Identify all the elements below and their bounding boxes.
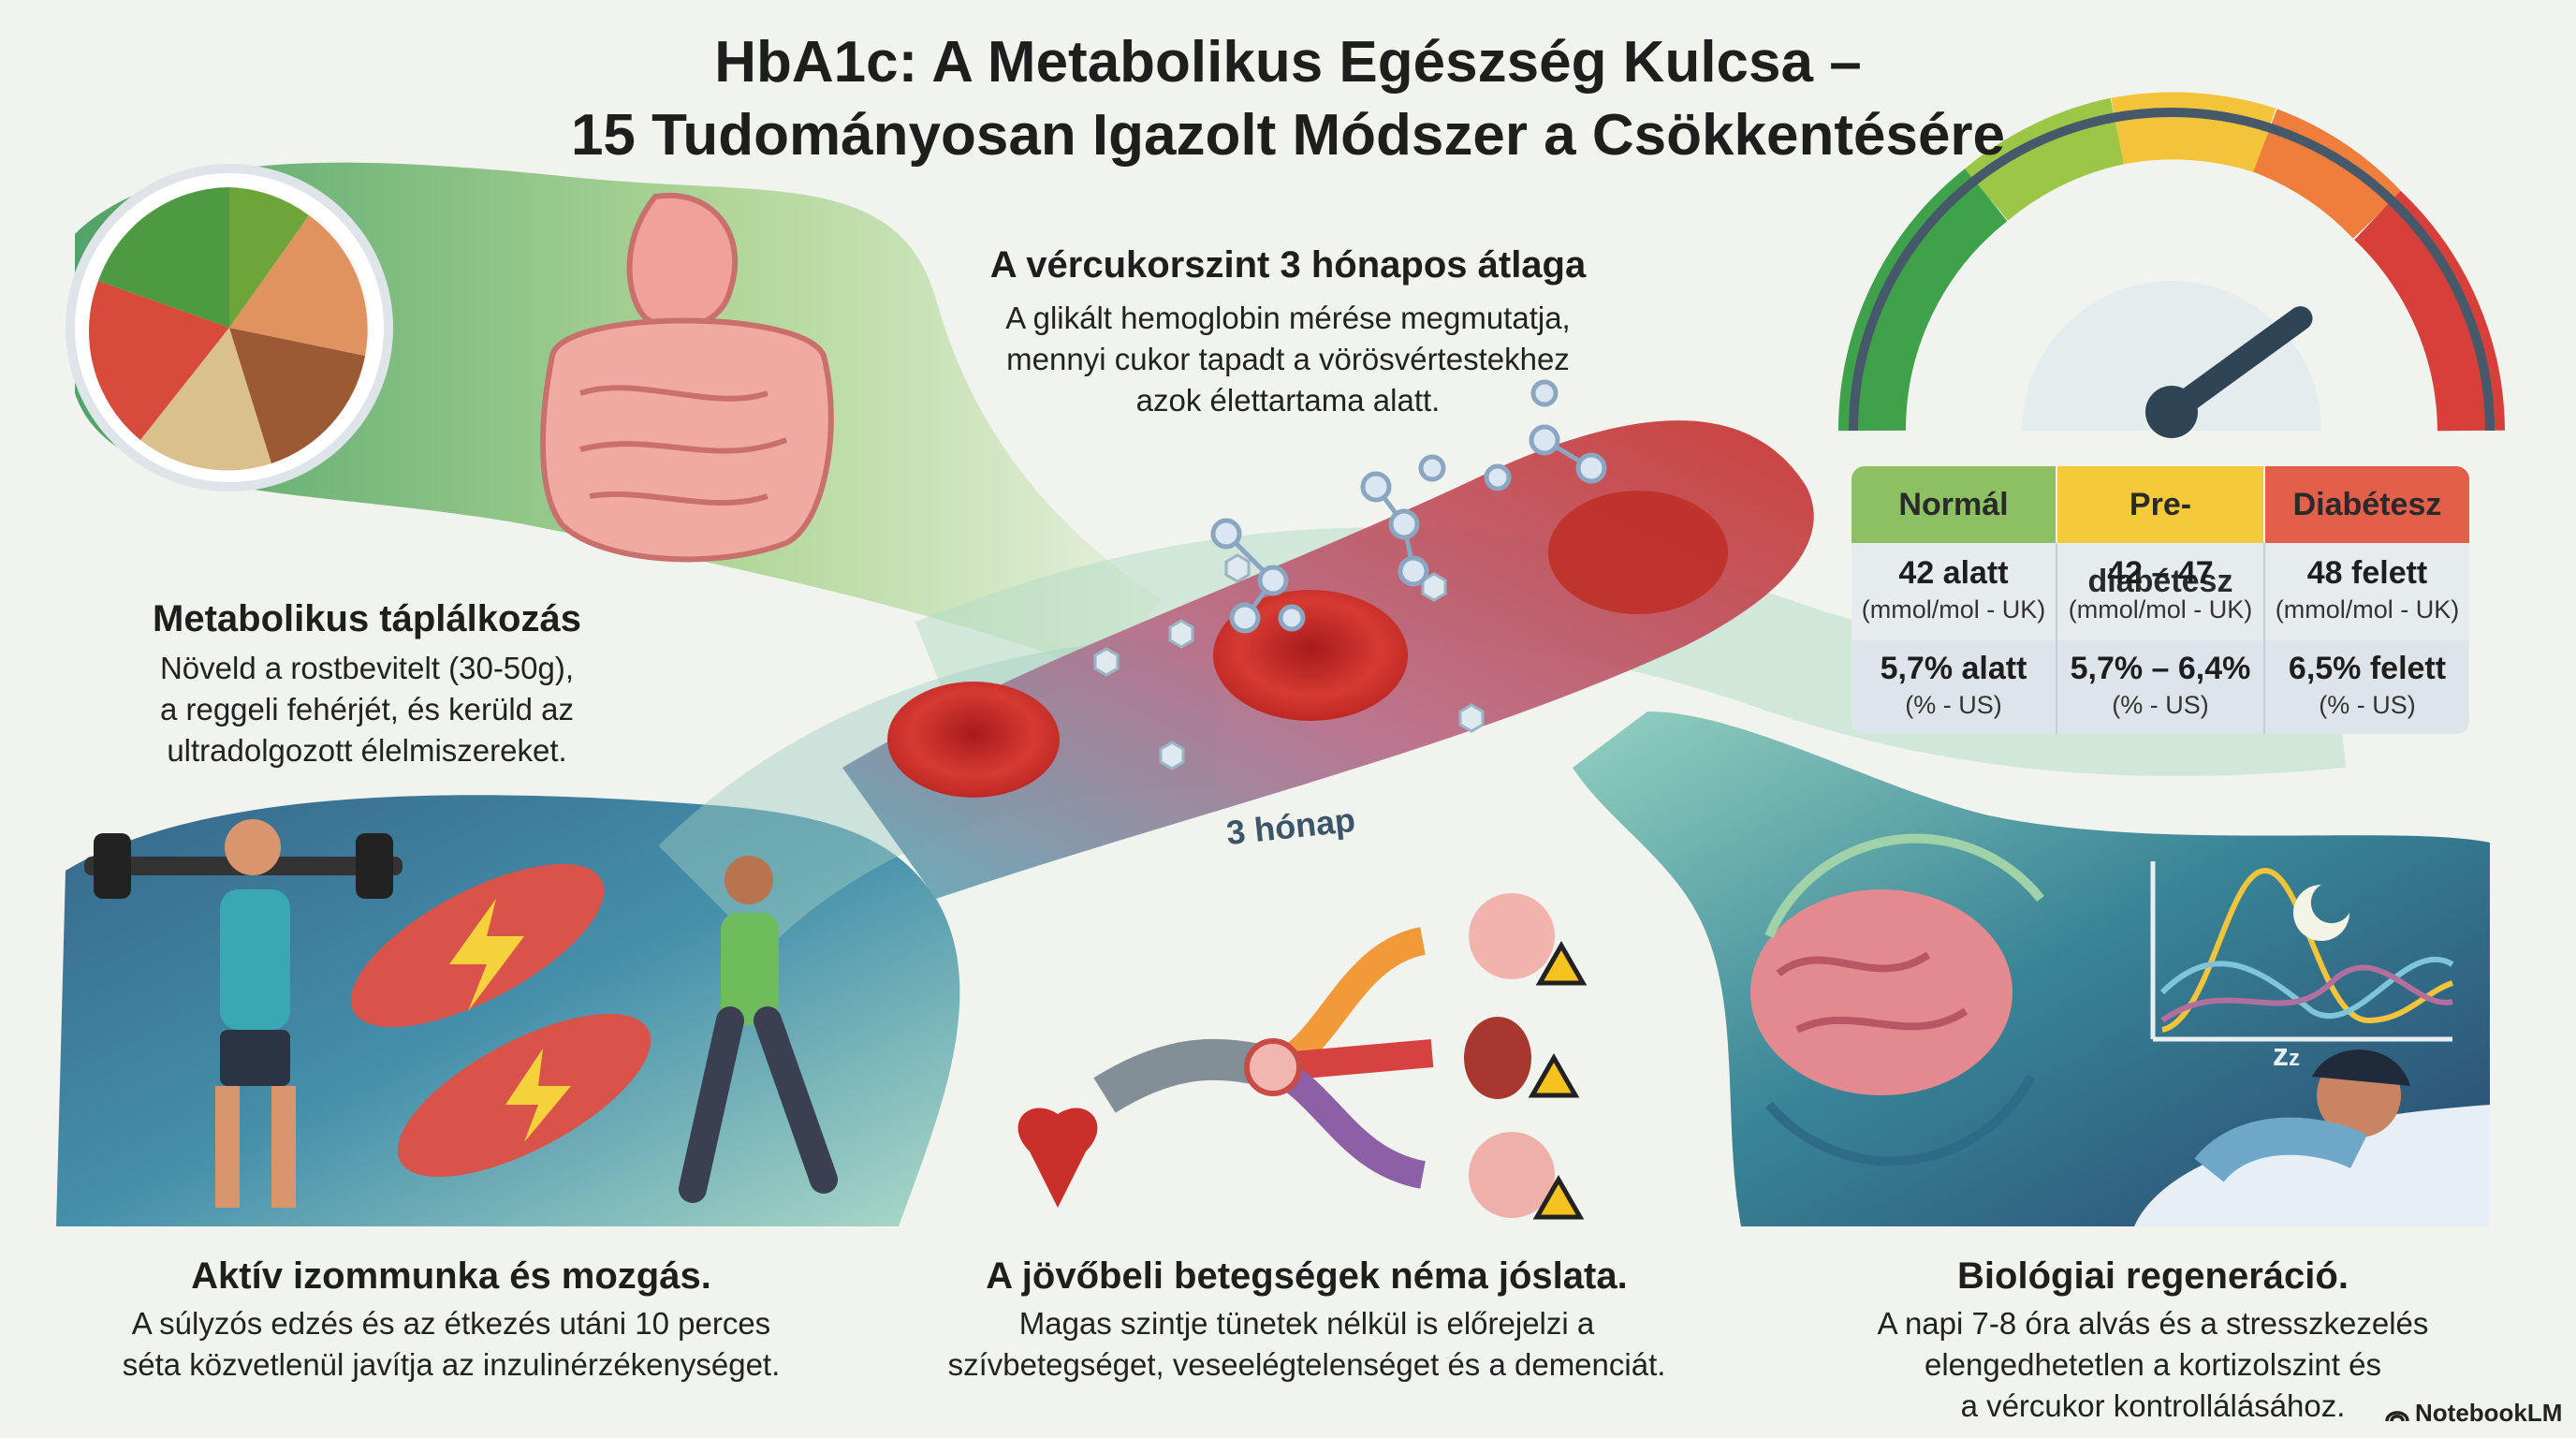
exercise-text: A súlyzós edzés és az étkezés utáni 10 p… — [122, 1306, 781, 1382]
prediction-section: A jövőbeli betegségek néma jóslata. Maga… — [932, 1253, 1681, 1386]
regeneration-text: A napi 7-8 óra alvás és a stresszkezelés… — [1877, 1306, 2429, 1423]
col-divider — [2056, 543, 2057, 734]
col-header-normal: Normál — [1852, 466, 2056, 543]
title-line-1: HbA1c: A Metabolikus Egészség Kulcsa – — [714, 30, 1862, 95]
title-line-2: 15 Tudományosan Igazolt Módszer a Csökke… — [570, 103, 2006, 168]
gauge-arcs — [1837, 92, 2505, 432]
page-title: HbA1c: A Metabolikus Egészség Kulcsa – 1… — [352, 26, 2224, 172]
nutrition-text: Növeld a rostbevitelt (30-50g), a reggel… — [159, 651, 575, 768]
zzz-icon: zz — [2273, 1037, 2300, 1073]
brand-label: NotebookLM — [2415, 1399, 2563, 1427]
cell-diabetes-pct: 6,5% felett (% - US) — [2288, 651, 2447, 719]
col-header-prediabetes: Pre-diabétesz — [2057, 466, 2263, 599]
regeneration-heading: Biológiai regeneráció. — [1957, 1255, 2349, 1297]
hba1c-explanation: A vércukorszint 3 hónapos átlaga A gliká… — [932, 242, 1644, 421]
cell-normal-pct: 5,7% alatt (% - US) — [1880, 651, 2027, 719]
table-row-alt-bg — [1852, 640, 2469, 734]
exercise-heading: Aktív izommunka és mozgás. — [191, 1255, 711, 1297]
regeneration-section: Biológiai regeneráció. A napi 7-8 óra al… — [1825, 1253, 2481, 1427]
nutrition-section: Metabolikus táplálkozás Növeld a rostbev… — [105, 595, 629, 771]
notebooklm-logo: NotebookLM — [2385, 1399, 2562, 1428]
nutrition-heading: Metabolikus táplálkozás — [153, 598, 581, 639]
exercise-section: Aktív izommunka és mozgás. A súlyzós edz… — [77, 1253, 826, 1386]
hba1c-text: A glikált hemoglobin mérése megmutatja, … — [1005, 301, 1571, 418]
col-header-diabetes: Diabétesz — [2265, 466, 2469, 543]
cell-prediabetes-pct: 5,7% – 6,4% (% - US) — [2070, 651, 2251, 719]
cell-normal-mmol: 42 alatt (mmol/mol - UK) — [1861, 555, 2046, 624]
notebooklm-icon — [2385, 1401, 2409, 1422]
hba1c-heading: A vércukorszint 3 hónapos átlaga — [989, 244, 1587, 286]
prediction-text: Magas szintje tünetek nélkül is előrejel… — [947, 1306, 1666, 1382]
cell-prediabetes-mmol: 42 – 47 (mmol/mol - UK) — [2068, 555, 2253, 624]
cell-diabetes-mmol: 48 felett (mmol/mol - UK) — [2275, 555, 2460, 624]
col-divider — [2263, 543, 2265, 734]
prediction-heading: A jövőbeli betegségek néma jóslata. — [986, 1255, 1628, 1297]
hba1c-range-table: Normál Pre-diabétesz Diabétesz 42 alatt … — [1852, 466, 2469, 734]
